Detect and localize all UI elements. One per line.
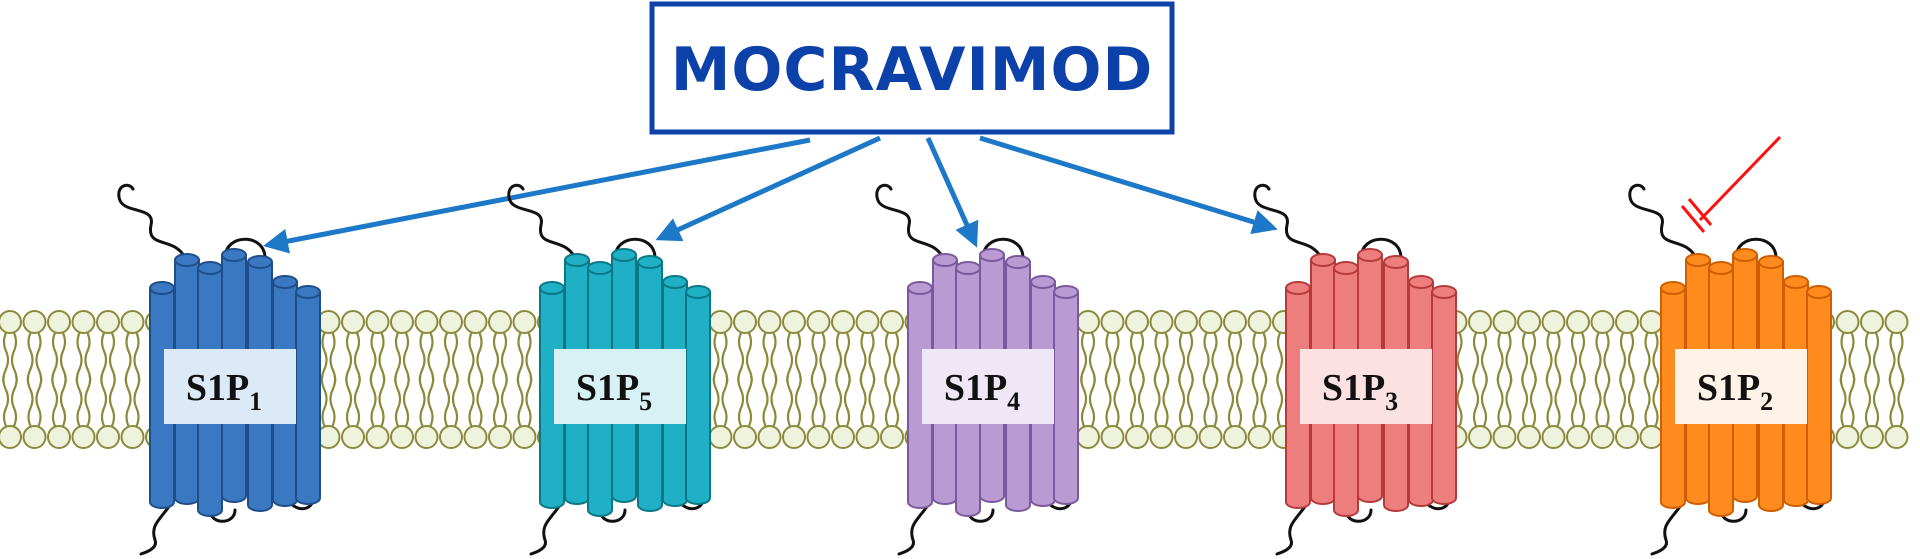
helix — [1053, 285, 1079, 505]
receptor-label: S1P1 — [164, 349, 296, 424]
drug-box: MOCRAVIMOD — [649, 1, 1175, 135]
helix — [1431, 285, 1457, 505]
drug-name: MOCRAVIMOD — [671, 35, 1154, 105]
receptor-subscript: 5 — [639, 387, 652, 416]
receptors: S1P1 S1P5 S1P4 S1P3 S1P2 — [117, 135, 1832, 556]
receptor-subscript: 1 — [249, 387, 262, 416]
helix — [685, 285, 711, 505]
arrow-to-s1p1 — [263, 137, 811, 254]
receptor-s1p3: S1P3 — [1253, 183, 1457, 556]
arrow-to-s1p4 — [925, 136, 979, 248]
helix — [295, 285, 321, 505]
receptor-subscript: 3 — [1385, 387, 1398, 416]
receptor-subscript: 4 — [1007, 387, 1020, 416]
receptor-s1p2: S1P2 — [1628, 135, 1832, 556]
receptor-label: S1P5 — [554, 349, 686, 424]
receptor-helices — [1285, 248, 1457, 517]
receptor-label: S1P2 — [1675, 349, 1807, 424]
arrow-to-s1p3 — [979, 135, 1278, 235]
helix — [907, 281, 933, 509]
receptor-helices — [1660, 248, 1832, 517]
helix — [149, 281, 175, 509]
receptor-label: S1P4 — [922, 349, 1054, 424]
helix — [1806, 285, 1832, 505]
receptor-subscript: 2 — [1760, 387, 1773, 416]
receptor-s1p1: S1P1 — [117, 183, 321, 556]
receptor-s1p4: S1P4 — [875, 183, 1079, 556]
arrows — [263, 135, 1278, 254]
helix — [1285, 281, 1311, 509]
receptor-label: S1P3 — [1300, 349, 1432, 424]
arrow-to-s1p5 — [655, 135, 882, 242]
helix — [539, 281, 565, 509]
receptor-s1p5: S1P5 — [507, 183, 711, 556]
inhibition-mark — [1680, 135, 1782, 233]
